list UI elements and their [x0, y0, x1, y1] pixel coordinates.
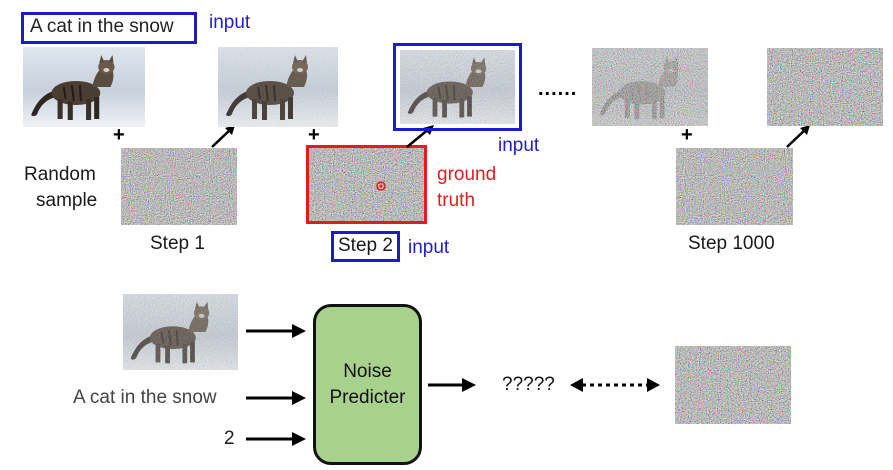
arrow-right-icon	[246, 432, 306, 446]
double-headed-dotted-arrow-icon	[570, 378, 660, 392]
arrow-right-icon	[246, 391, 306, 405]
step-1-label: Step 1	[150, 233, 205, 254]
noise-predictor-label-line2: Predicter	[329, 386, 406, 408]
plus-sign-1: +	[113, 124, 125, 146]
arrow-right-icon	[246, 324, 306, 338]
predictor-text-input: A cat in the snow	[73, 387, 217, 408]
ground-truth-box	[306, 145, 427, 224]
predictor-output-text: ?????	[502, 374, 555, 395]
arrow-up-right-icon	[211, 125, 235, 148]
plus-sign-2: +	[308, 124, 320, 146]
arrow-up-right-icon	[786, 125, 810, 148]
heavy-noise-cat-image	[592, 48, 708, 126]
step-2-input-label: input	[408, 237, 450, 258]
step-2-label: Step 2	[338, 235, 393, 256]
noise-step-2-image	[309, 148, 424, 221]
target-noise-image	[675, 346, 791, 424]
clean-cat-image	[23, 47, 145, 127]
noisy-cat-step1-image	[218, 47, 338, 127]
pure-noise-final-image	[767, 48, 883, 126]
random-sample-label-line1: Random	[24, 164, 96, 185]
ground-truth-label-line1: ground	[437, 164, 497, 185]
prompt-input-box	[21, 12, 197, 44]
predictor-input-image	[123, 294, 238, 370]
noisy-image-input-label: input	[498, 135, 540, 156]
random-sample-label-line2: sample	[36, 190, 98, 211]
step-1000-label: Step 1000	[688, 233, 775, 254]
prompt-input-label: input	[209, 12, 251, 33]
ground-truth-label-line2: truth	[437, 190, 476, 211]
ellipsis: ......	[538, 78, 578, 100]
noise-predictor-label-line1: Noise	[343, 360, 392, 382]
plus-sign-3: +	[681, 124, 693, 146]
noisy-cat-step2-image	[400, 50, 515, 124]
noisy-image-input-box	[393, 43, 522, 131]
arrow-right-icon	[428, 378, 476, 392]
predictor-step-input: 2	[224, 428, 235, 449]
step-2-input-box	[331, 231, 400, 262]
noise-step-1-image	[121, 148, 237, 225]
prompt-text: A cat in the snow	[30, 16, 174, 37]
noise-step-1000-image	[676, 148, 793, 225]
noise-predictor-box: Noise Predicter	[313, 304, 422, 465]
